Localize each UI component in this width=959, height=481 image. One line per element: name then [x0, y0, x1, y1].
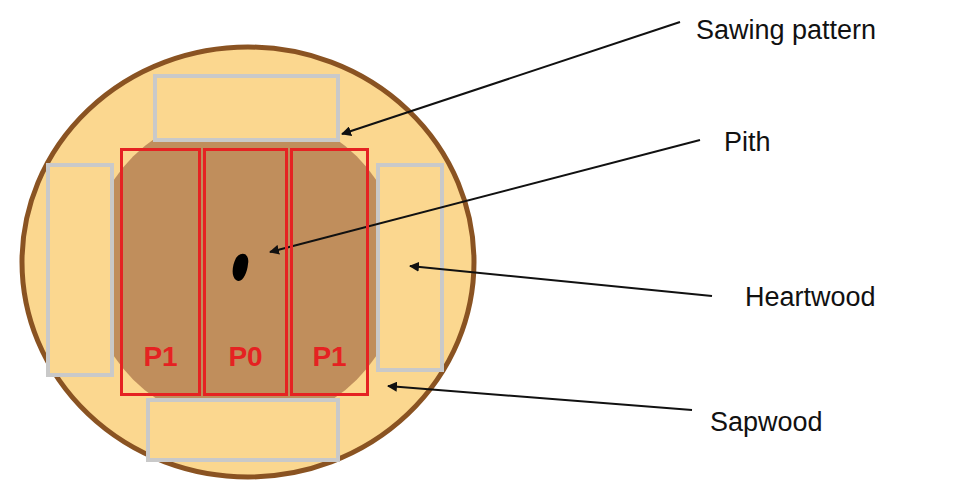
part-label: Sawing pattern — [696, 16, 876, 46]
heartwood-area — [87, 110, 403, 426]
part-label: Sapwood — [710, 408, 823, 438]
sawing-board — [148, 400, 338, 460]
sawing-board — [48, 165, 112, 375]
board-label: P0 — [228, 343, 262, 371]
pith-mark — [233, 254, 249, 281]
sawn-board-box: P0 — [203, 148, 288, 396]
leader-line — [388, 386, 692, 410]
part-label: Heartwood — [745, 283, 876, 313]
sawn-board-box: P1 — [120, 148, 201, 396]
leader-line — [410, 266, 712, 296]
sawn-board-box: P1 — [290, 148, 369, 396]
leader-line — [270, 140, 700, 252]
leader-line — [342, 22, 680, 134]
board-label: P1 — [312, 343, 346, 371]
bark-outline — [22, 47, 474, 477]
board-label: P1 — [143, 343, 177, 371]
sawing-board — [155, 76, 338, 140]
part-label: Pith — [724, 128, 771, 158]
